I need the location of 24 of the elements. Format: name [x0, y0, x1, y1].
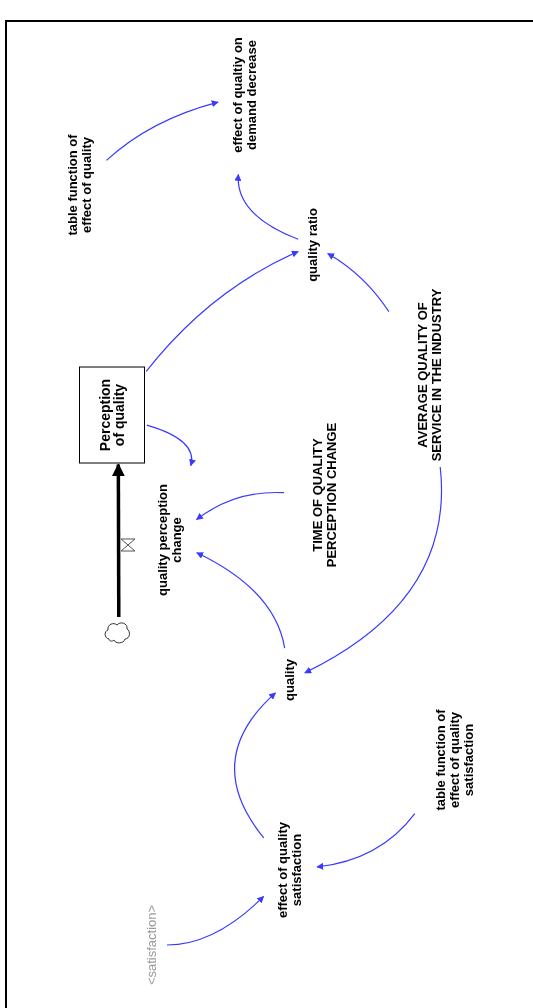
variable-label: table function of effect of quality	[55, 117, 105, 253]
shadow-variable: <satisfaction>	[139, 890, 165, 1000]
variable-label: effect of qualtiy on demand decrease	[220, 17, 270, 173]
cloud-symbol	[103, 619, 131, 645]
variable-label: quality perception change	[145, 467, 195, 613]
variable-label: AVERAGE QUALITY OF SERVICE IN THE INDUSTRY	[390, 285, 470, 465]
variable-label: quality	[277, 650, 303, 710]
arrow	[145, 250, 299, 372]
arrow	[234, 173, 299, 240]
variable-label: table function of effect of quality satisfaction	[416, 692, 494, 828]
arrow	[196, 552, 286, 649]
arrow	[166, 895, 265, 946]
arrow	[316, 813, 416, 870]
arrow	[234, 692, 277, 839]
arrow	[304, 466, 443, 674]
arrow	[327, 252, 390, 313]
variable-label: TIME OF QUALITY PERCEPTION CHANGE	[286, 420, 364, 570]
arrow	[146, 424, 196, 467]
flow-pipe	[111, 463, 125, 617]
arrow	[196, 491, 285, 521]
stock-box: Perception of quality	[79, 366, 145, 464]
arrow	[105, 100, 219, 161]
variable-label: effect of quality satisfaction	[265, 807, 315, 933]
variable-label: quality ratio	[300, 197, 326, 293]
